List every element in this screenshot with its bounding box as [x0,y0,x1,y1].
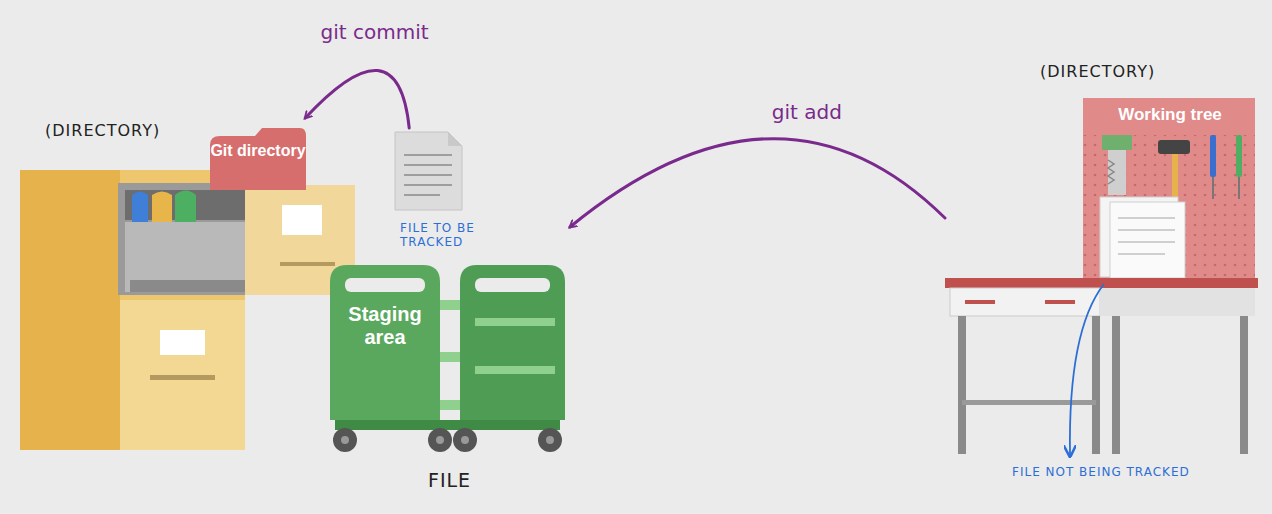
file-note: FILE TO BE TRACKED [400,222,525,250]
workbench [945,98,1258,455]
leader-line [1070,284,1104,455]
illustrated-node: (DIRECTORY) Git directory [20,118,330,453]
staging-cart [330,265,565,452]
directory-heading: (DIRECTORY) [1040,63,1210,81]
board-label: Working tree [1085,105,1255,125]
file-caption: FILE [428,470,508,492]
illustrated-node: Staging area [330,128,570,458]
file-note: FILE NOT BEING TRACKED [1012,466,1262,480]
illustrated-node: (DIRECTORY) Working tree [945,58,1258,458]
curved-arrow [570,139,945,227]
cart-label: Staging area [332,303,438,349]
folder-tab-label: Git directory [210,142,306,160]
file-document [395,132,462,210]
directory-heading: (DIRECTORY) [45,122,215,140]
command-label: git add [769,101,845,124]
curved-arrow [305,70,409,128]
command-label: git commit [318,21,432,44]
file-cabinet [20,128,355,450]
